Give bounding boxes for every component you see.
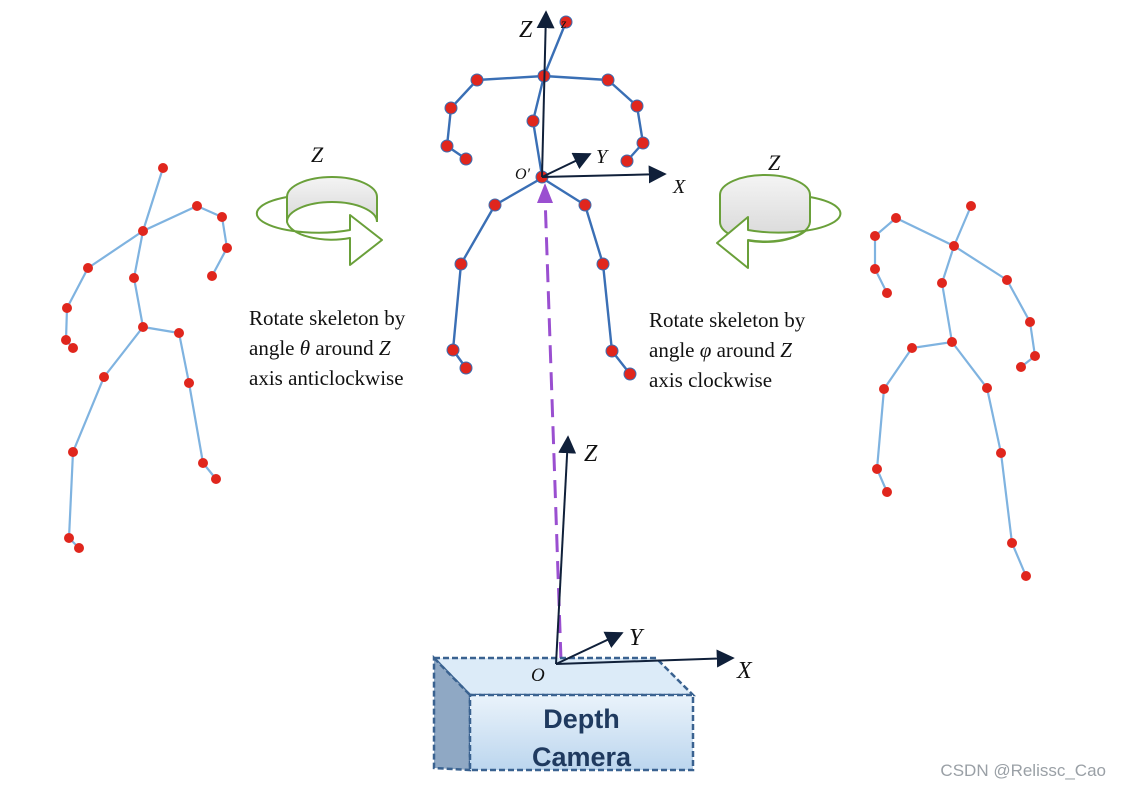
center-left-leg xyxy=(451,203,497,370)
joint xyxy=(559,15,573,29)
caption-right-line2: angle φ around Z xyxy=(649,338,792,362)
label-z-camera: Z xyxy=(584,441,598,467)
caption-left-line2: angle θ around Z xyxy=(249,336,391,360)
caption-right-line1: Rotate skeleton by xyxy=(649,308,806,332)
joint xyxy=(459,152,473,166)
caption-left: Rotate skeleton by angle θ around Z axis… xyxy=(249,303,405,393)
joint xyxy=(526,114,540,128)
joint xyxy=(620,154,634,168)
center-left-arm xyxy=(445,78,479,161)
camera-label-line1: Depth xyxy=(543,704,620,734)
camera-label: Depth Camera xyxy=(470,700,693,776)
joint xyxy=(470,73,484,87)
label-o-camera: O xyxy=(531,665,545,686)
joint xyxy=(454,257,468,271)
label-y-top: Y xyxy=(596,146,609,168)
left-skeleton xyxy=(64,166,229,550)
camera-label-line2: Camera xyxy=(531,742,632,772)
joint xyxy=(578,198,592,212)
center-neck xyxy=(542,20,568,78)
projection-dashed-line xyxy=(543,195,563,661)
joint xyxy=(440,139,454,153)
joint xyxy=(446,343,460,357)
axis-z-camera xyxy=(555,435,577,665)
center-axes xyxy=(536,10,667,184)
camera-axes xyxy=(555,435,735,668)
label-z-left-rotation: Z xyxy=(311,142,324,167)
label-z-small: z xyxy=(560,17,567,32)
joint xyxy=(444,101,458,115)
projection-arrowhead xyxy=(537,183,553,203)
joint xyxy=(601,73,615,87)
label-x-top: X xyxy=(672,176,686,198)
axis-x-top xyxy=(541,165,667,184)
caption-right-line3: axis clockwise xyxy=(649,368,773,392)
caption-left-line3: axis anticlockwise xyxy=(249,366,404,390)
label-x-camera: X xyxy=(736,658,753,684)
theta-symbol: θ xyxy=(299,336,311,360)
label-z-right-rotation: Z xyxy=(768,150,781,175)
joint xyxy=(630,99,644,113)
phi-symbol: φ xyxy=(699,338,712,362)
center-right-arm xyxy=(606,78,645,163)
label-o-prime: O′ xyxy=(515,166,531,183)
left-joints xyxy=(61,163,232,553)
rotation-arrow-clockwise xyxy=(716,174,842,269)
right-skeleton xyxy=(873,204,1037,578)
label-y-camera: Y xyxy=(629,625,645,651)
depth-camera-box xyxy=(431,654,697,772)
axis-z-top xyxy=(536,10,555,178)
axis-y-camera xyxy=(555,631,624,665)
label-z-top: Z xyxy=(519,17,533,43)
joint xyxy=(623,367,637,381)
axis-x-camera xyxy=(555,649,735,668)
joint xyxy=(488,198,502,212)
right-joints xyxy=(870,201,1040,581)
watermark: CSDN @Relissc_Cao xyxy=(940,761,1106,780)
caption-left-line1: Rotate skeleton by xyxy=(249,306,406,330)
caption-right: Rotate skeleton by angle φ around Z axis… xyxy=(649,305,805,395)
joint xyxy=(596,257,610,271)
joint xyxy=(636,136,650,150)
joint xyxy=(459,361,473,375)
joint xyxy=(605,344,619,358)
rotation-arrow-anticlockwise xyxy=(255,176,383,266)
axis-y-top xyxy=(541,152,592,178)
center-right-leg xyxy=(583,203,632,376)
